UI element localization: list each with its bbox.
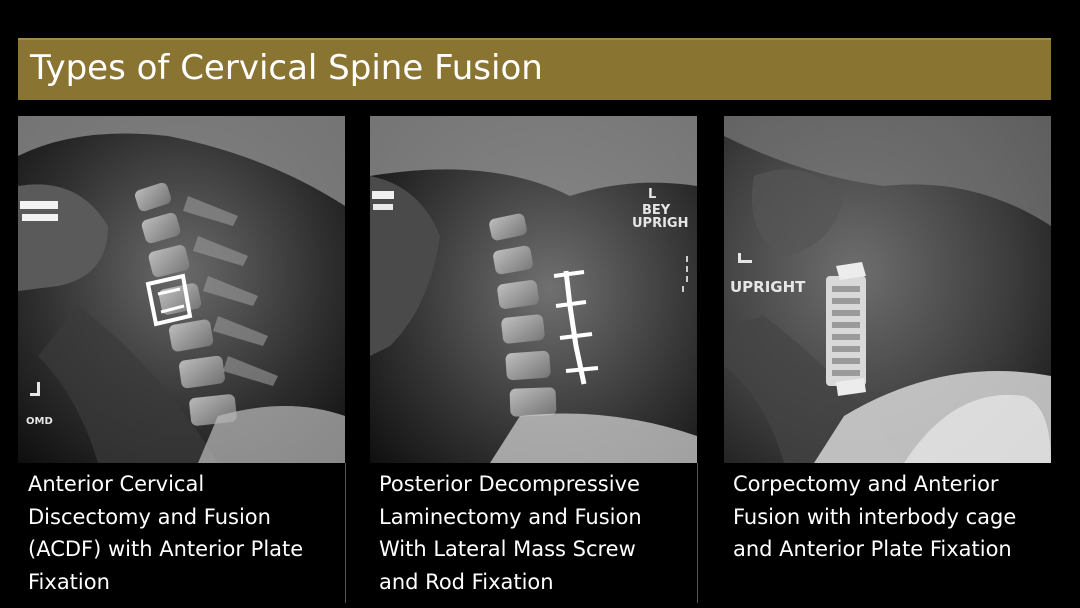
title-bar: Types of Cervical Spine Fusion (18, 38, 1051, 100)
caption-corpectomy: Corpectomy and Anterior Fusion with inte… (733, 468, 1053, 566)
caption-line: Discectomy and Fusion (28, 504, 271, 529)
caption-line: Corpectomy and Anterior (733, 472, 999, 496)
caption-posterior-fusion: Posterior Decompressive Laminectomy and … (379, 468, 699, 598)
caption-line: Fusion with interbody cage (733, 504, 1017, 529)
caption-line: Anterior Cervical (28, 472, 205, 496)
caption-line: and Rod Fixation (379, 569, 554, 594)
xray-posterior-graphic (370, 116, 697, 463)
xray-image-corpectomy: UPRIGHT (724, 116, 1051, 463)
xray-marker-text: UPRIGHT (730, 278, 806, 296)
xray-acdf-graphic (18, 116, 345, 463)
xray-image-posterior-fusion: L BEY UPRIGH (370, 116, 697, 463)
xray-corpectomy-graphic (724, 116, 1051, 463)
caption-line: Laminectomy and Fusion (379, 504, 642, 529)
slide-title: Types of Cervical Spine Fusion (30, 48, 543, 88)
side-marker-icon (738, 253, 752, 263)
caption-line: With Lateral Mass Screw (379, 537, 636, 561)
xray-marker-text: OMD (26, 416, 53, 427)
caption-line: Posterior Decompressive (379, 472, 640, 496)
xray-marker-side: L (648, 187, 657, 202)
xray-marker-text: BEY (642, 203, 671, 218)
side-marker-icon (30, 382, 40, 396)
column-divider (697, 463, 698, 603)
xray-image-acdf: OMD (18, 116, 345, 463)
caption-line: Fixation (28, 569, 110, 594)
caption-line: (ACDF) with Anterior Plate (28, 537, 304, 561)
column-divider (345, 463, 346, 603)
caption-line: and Anterior Plate Fixation (733, 537, 1012, 561)
caption-acdf: Anterior Cervical Discectomy and Fusion … (28, 468, 348, 598)
xray-marker-position: UPRIGH (632, 216, 689, 231)
